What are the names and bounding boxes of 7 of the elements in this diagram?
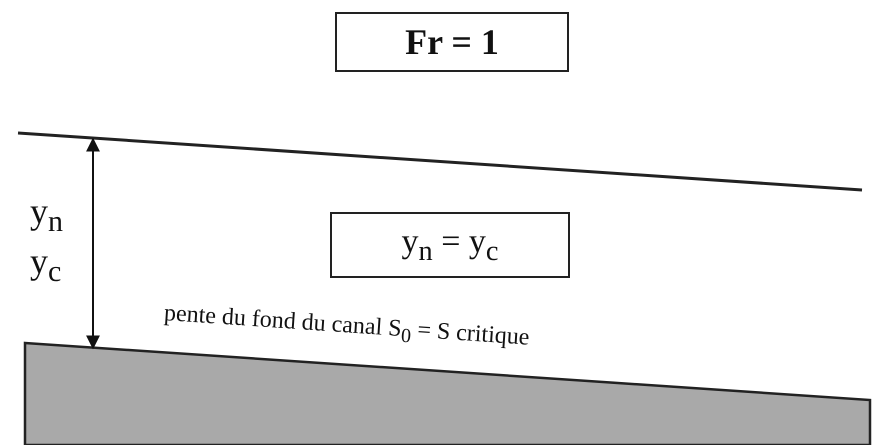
formula-text: Fr = 1 [405,21,499,63]
depth-symbol: y$_{n}$ [30,190,63,240]
formula-text: y$_{n}$ = y$_{c}$ [402,222,498,268]
depth-symbol: y$_{c}$ [30,240,62,290]
equation-box [330,212,570,278]
formula-box [335,12,569,72]
slope-annotation: pente du fond du canal S$_{0}$ = S critique [162,300,530,353]
